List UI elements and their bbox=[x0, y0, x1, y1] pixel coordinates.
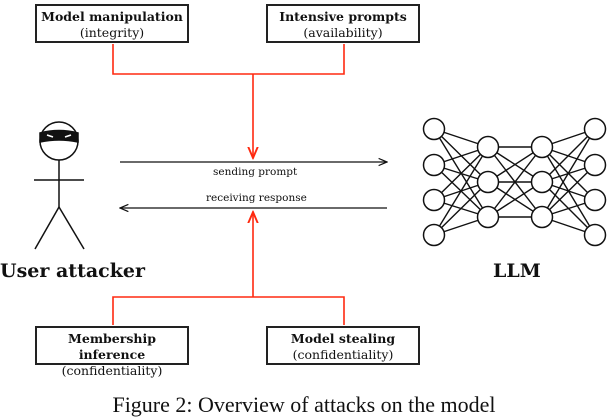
nn-edge bbox=[487, 146, 543, 218]
nn-node bbox=[583, 188, 607, 212]
nn-node bbox=[530, 135, 554, 159]
model-label: LLM bbox=[493, 260, 541, 282]
figure-caption: Figure 2: Overview of attacks on the mod… bbox=[112, 392, 496, 417]
attack-box-intensive-prompts: Intensive prompts(availability) bbox=[266, 4, 420, 43]
neural-network-icon bbox=[422, 117, 607, 247]
attack-box-membership-inference: Membership inference(confidentiality) bbox=[35, 326, 189, 378]
attack-title: Intensive prompts bbox=[279, 9, 407, 24]
nn-edge bbox=[541, 128, 596, 183]
attack-title: Model stealing bbox=[290, 331, 396, 346]
nn-node bbox=[530, 170, 554, 194]
attack-lines-top bbox=[112, 44, 345, 158]
nn-node bbox=[476, 170, 500, 194]
nn-node bbox=[422, 223, 446, 247]
attack-category: (confidentiality) bbox=[292, 347, 394, 362]
attack-category: (confidentiality) bbox=[61, 363, 163, 378]
nn-node bbox=[583, 223, 607, 247]
attack-category: (integrity) bbox=[79, 25, 145, 40]
nn-node bbox=[422, 117, 446, 141]
nn-node bbox=[583, 117, 607, 141]
masked-stick-figure-icon bbox=[34, 121, 85, 250]
nn-node bbox=[530, 205, 554, 229]
nn-edge bbox=[433, 181, 489, 236]
nn-node bbox=[583, 153, 607, 177]
attack-title: Model manipulation bbox=[41, 9, 183, 24]
user-label: User attacker bbox=[0, 260, 145, 282]
nn-edge bbox=[433, 146, 489, 236]
nn-node bbox=[476, 135, 500, 159]
receive-label: receiving response bbox=[206, 192, 307, 204]
diagram-canvas bbox=[34, 44, 607, 325]
nn-node bbox=[422, 188, 446, 212]
send-label: sending prompt bbox=[213, 166, 298, 178]
nn-edge bbox=[433, 146, 489, 201]
nn-node bbox=[476, 205, 500, 229]
attack-lines-bottom bbox=[112, 212, 345, 325]
attack-box-model-manipulation: Model manipulation(integrity) bbox=[35, 4, 189, 43]
attack-category: (availability) bbox=[303, 25, 383, 40]
nn-edge bbox=[541, 164, 596, 218]
attack-box-model-stealing: Model stealing(confidentiality) bbox=[266, 326, 420, 365]
attack-title: Membership inference bbox=[68, 331, 156, 362]
nn-node bbox=[422, 153, 446, 177]
nn-edge bbox=[541, 128, 596, 218]
